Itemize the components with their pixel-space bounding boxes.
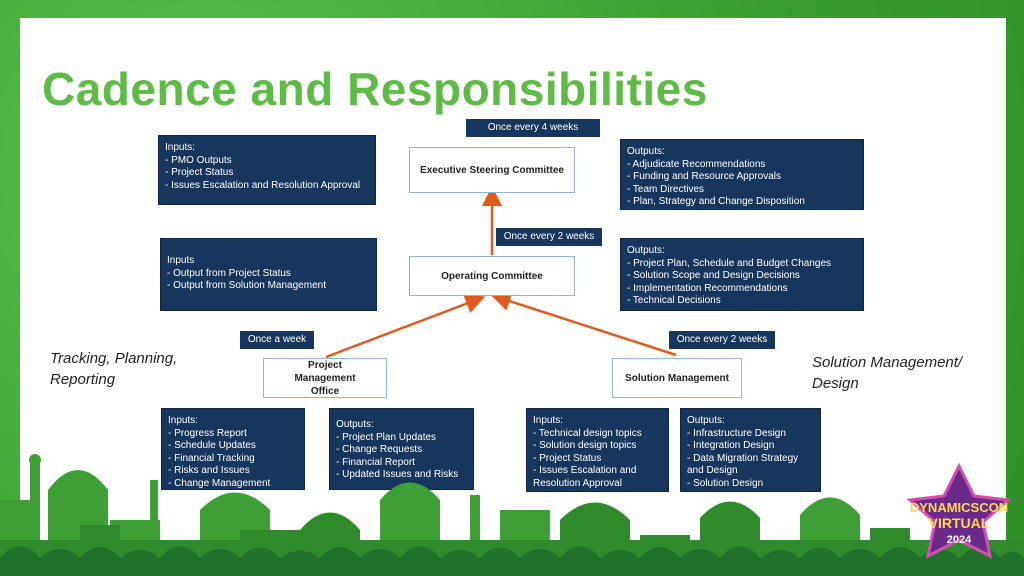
list-item: - Financial Report	[336, 456, 415, 468]
side-label-solution-design: Solution Management/ Design	[812, 354, 963, 392]
cadence-solution: Once every 2 weeks	[669, 331, 775, 349]
list-item: - Team Directives	[627, 183, 705, 195]
list-item: - Project Plan, Schedule and Budget Chan…	[627, 257, 832, 269]
badge-line1: DYNAMICSCON	[910, 500, 1008, 515]
list-item: - Project Plan Updates	[336, 431, 437, 443]
list-item: - Implementation Recommendations	[627, 282, 788, 294]
list-item: - Change Requests	[336, 444, 423, 456]
node-solution-management: Solution Management	[612, 358, 742, 398]
slide-title: Cadence and Responsibilities	[42, 63, 708, 115]
list-item: - Risks and Issues	[168, 465, 250, 477]
box-heading: Outputs:	[687, 415, 725, 426]
arrow-pmo-to-operating	[325, 294, 486, 359]
arrow-solution-to-operating	[490, 291, 677, 357]
box-operating-outputs: Outputs: - Project Plan, Schedule and Bu…	[620, 238, 864, 311]
box-heading: Outputs:	[336, 419, 374, 430]
node-label: Operating Committee	[441, 270, 543, 282]
box-solution-outputs: Outputs: - Infrastructure Design - Integ…	[680, 408, 821, 492]
box-exec-inputs: Inputs: - PMO Outputs - Project Status -…	[158, 135, 376, 205]
list-item: - Schedule Updates	[168, 440, 256, 452]
cadence-operating: Once every 2 weeks	[496, 228, 602, 246]
node-label: Executive Steering Committee	[420, 164, 564, 176]
list-item: - Change Management	[168, 477, 271, 489]
node-label: Project Management Office	[294, 359, 356, 397]
box-pmo-outputs: Outputs: - Project Plan Updates - Change…	[329, 408, 474, 490]
node-operating-committee: Operating Committee	[409, 256, 575, 296]
list-item: - Solution design topics	[533, 440, 637, 452]
list-item: - Infrastructure Design	[687, 427, 786, 439]
list-item: - Integration Design	[687, 440, 775, 452]
list-item: - PMO Outputs	[165, 154, 232, 166]
list-item: - Plan, Strategy and Change Disposition	[627, 196, 805, 208]
badge-line3: 2024	[947, 534, 972, 546]
cadence-pmo: Once a week	[240, 331, 314, 349]
list-item: - Output from Solution Management	[167, 280, 326, 292]
badge-line2: VIRTUAL	[929, 515, 990, 531]
dynamicscon-badge-logo: DYNAMICSCON VIRTUAL 2024	[898, 462, 1020, 575]
box-operating-inputs: Inputs - Output from Project Status - Ou…	[160, 238, 377, 311]
box-heading: Inputs:	[533, 415, 564, 426]
node-label: Solution Management	[625, 372, 729, 384]
list-item: - Project Status	[165, 167, 234, 179]
list-item: - Updated Issues and Risks	[336, 469, 459, 481]
box-exec-outputs: Outputs: - Adjudicate Recommendations - …	[620, 139, 864, 210]
list-item: - Issues Escalation and Resolution Appro…	[533, 465, 637, 489]
list-item: - Issues Escalation and Resolution Appro…	[165, 179, 361, 191]
list-item: - Solution Design	[687, 477, 764, 489]
list-item: - Project Status	[533, 452, 602, 464]
box-heading: Inputs:	[165, 142, 196, 153]
list-item: - Technical Decisions	[627, 295, 721, 307]
city-skyline-illustration	[0, 454, 1024, 576]
box-solution-inputs: Inputs: - Technical design topics - Solu…	[526, 408, 669, 492]
node-executive-steering-committee: Executive Steering Committee	[409, 147, 575, 193]
box-heading: Outputs:	[627, 245, 665, 256]
star-badge-icon: DYNAMICSCON VIRTUAL 2024	[906, 462, 1012, 559]
box-heading: Inputs	[167, 255, 195, 266]
box-heading: Outputs:	[627, 146, 665, 157]
list-item: - Progress Report	[168, 427, 247, 439]
side-label-tracking: Tracking, Planning, Reporting	[50, 350, 178, 388]
list-item: - Technical design topics	[533, 427, 642, 439]
list-item: - Financial Tracking	[168, 452, 255, 464]
list-item: - Data Migration Strategy and Design	[687, 452, 799, 477]
list-item: - Solution Scope and Design Decisions	[627, 270, 800, 282]
list-item: - Funding and Resource Approvals	[627, 171, 781, 183]
list-item: - Adjudicate Recommendations	[627, 158, 766, 170]
node-project-management-office: Project Management Office	[263, 358, 387, 398]
list-item: - Output from Project Status	[167, 267, 291, 279]
box-heading: Inputs:	[168, 415, 199, 426]
cadence-exec: Once every 4 weeks	[466, 119, 600, 137]
box-pmo-inputs: Inputs: - Progress Report - Schedule Upd…	[161, 408, 305, 490]
